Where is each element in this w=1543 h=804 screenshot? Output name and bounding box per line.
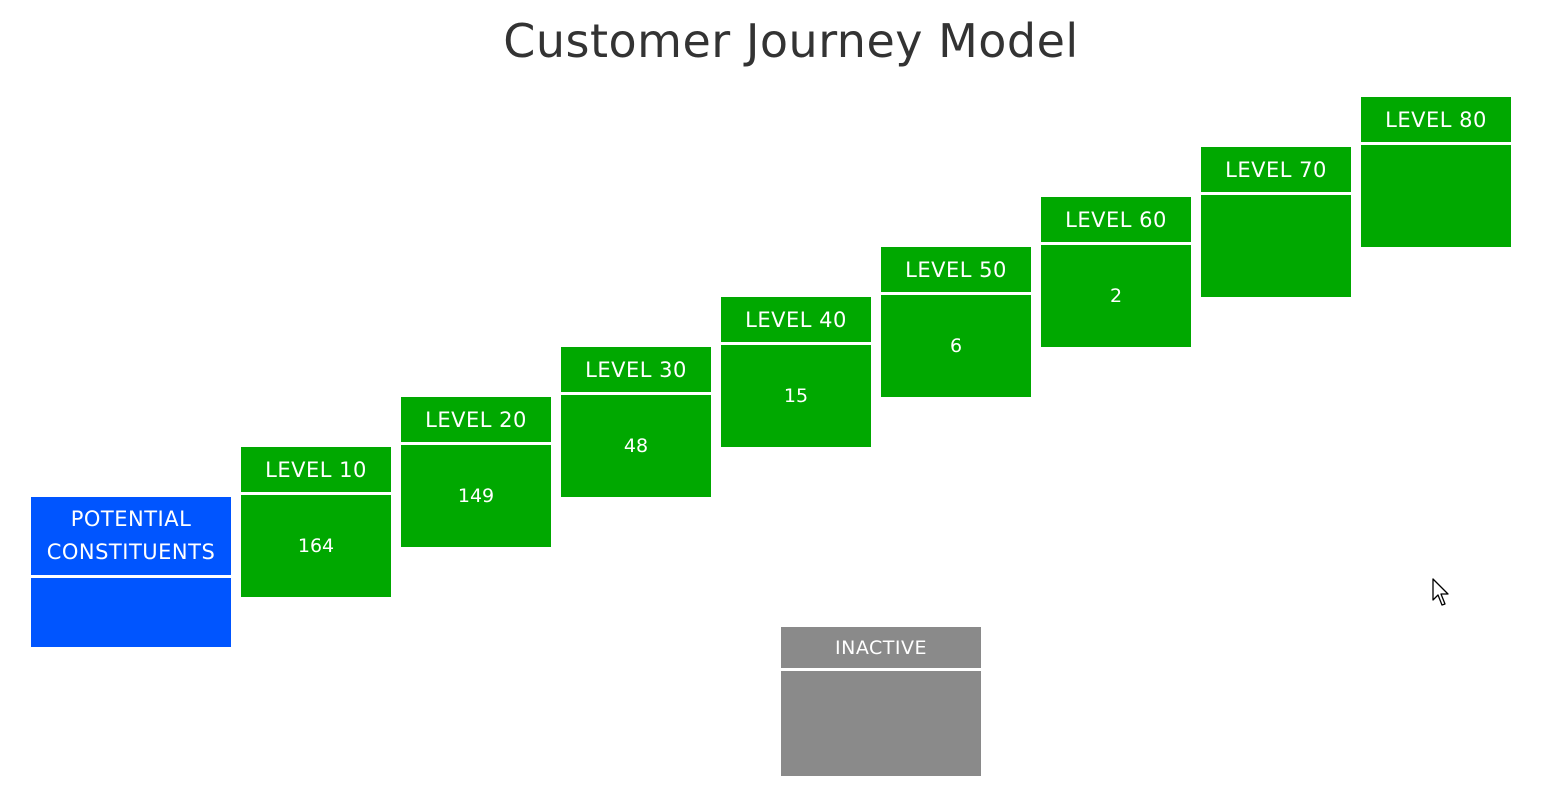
stage-divider <box>1041 242 1191 245</box>
stage-label: LEVEL 80 <box>1361 97 1511 142</box>
stage-label: LEVEL 50 <box>881 247 1031 292</box>
stage-count: 15 <box>721 345 871 447</box>
stage-divider <box>781 668 981 671</box>
stage-level-30[interactable]: LEVEL 30 48 <box>561 347 711 497</box>
stage-label: LEVEL 40 <box>721 297 871 342</box>
stage-divider <box>721 342 871 345</box>
stage-potential-constituents[interactable]: POTENTIAL CONSTITUENTS <box>31 497 231 647</box>
stage-level-60[interactable]: LEVEL 60 2 <box>1041 197 1191 347</box>
stage-count: 2 <box>1041 245 1191 347</box>
stage-count: 6 <box>881 295 1031 397</box>
stage-count <box>1201 195 1351 297</box>
diagram-title: Customer Journey Model <box>503 14 1079 68</box>
stage-label: LEVEL 60 <box>1041 197 1191 242</box>
stage-level-80[interactable]: LEVEL 80 <box>1361 97 1511 247</box>
stage-label-line-1: POTENTIAL <box>70 507 192 531</box>
stage-count <box>31 578 231 647</box>
stage-level-10[interactable]: LEVEL 10 164 <box>241 447 391 597</box>
stage-count <box>781 671 981 776</box>
stage-inactive[interactable]: INACTIVE <box>781 627 981 776</box>
stage-count: 48 <box>561 395 711 497</box>
stage-label: LEVEL 20 <box>401 397 551 442</box>
stage-level-70[interactable]: LEVEL 70 <box>1201 147 1351 297</box>
stage-label: INACTIVE <box>781 627 981 668</box>
stage-count: 149 <box>401 445 551 547</box>
stage-label: LEVEL 10 <box>241 447 391 492</box>
stage-level-20[interactable]: LEVEL 20 149 <box>401 397 551 547</box>
stage-label: LEVEL 70 <box>1201 147 1351 192</box>
stage-divider <box>561 392 711 395</box>
mouse-pointer-icon <box>1432 578 1449 606</box>
stage-divider <box>31 575 231 578</box>
stage-divider <box>1201 192 1351 195</box>
stage-level-50[interactable]: LEVEL 50 6 <box>881 247 1031 397</box>
stage-label-line-2: CONSTITUENTS <box>46 540 216 564</box>
stage-level-40[interactable]: LEVEL 40 15 <box>721 297 871 447</box>
stage-divider <box>241 492 391 495</box>
stage-divider <box>401 442 551 445</box>
stage-label: LEVEL 30 <box>561 347 711 392</box>
stage-count: 164 <box>241 495 391 597</box>
stage-count <box>1361 145 1511 247</box>
stage-header: POTENTIAL CONSTITUENTS <box>31 497 231 575</box>
stage-divider <box>881 292 1031 295</box>
stage-divider <box>1361 142 1511 145</box>
